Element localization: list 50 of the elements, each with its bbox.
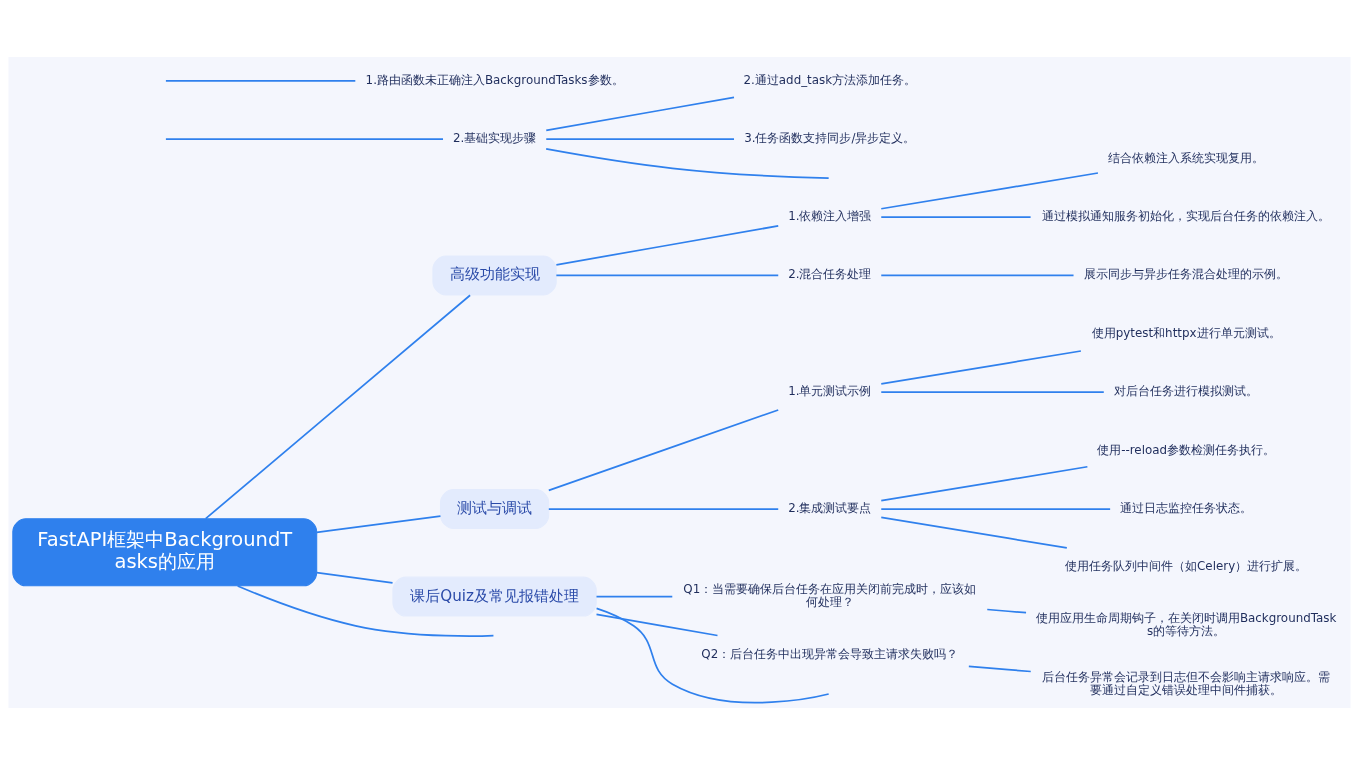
node-box: 课后Quiz及常见报错处理 <box>392 576 597 617</box>
connector <box>545 96 735 132</box>
node-text: 2.基础实现步骤 <box>452 131 537 146</box>
node-text: 结合依赖注入系统实现复用。 <box>1108 150 1265 165</box>
node-text: 通过模拟通知服务初始化，实现后台任务的依赖注入。 <box>1042 209 1331 224</box>
node-text: Q1：当需要确保后台任务在应用关闭前完成时，应该如何处理？ <box>683 582 977 610</box>
connector <box>315 571 394 584</box>
node-text: 1.路由函数未正确注入BackgroundTasks参数。 <box>365 72 624 87</box>
node-box: 测试与调试 <box>439 489 550 530</box>
node-text: 使用应用生命周期钩子，在关闭时调用BackgroundTasks的等待方法。 <box>1035 611 1337 639</box>
node-text: 对后台任务进行模拟测试。 <box>1114 384 1259 399</box>
connector <box>595 613 719 637</box>
node-text: 通过日志监控任务状态。 <box>1120 501 1253 516</box>
connector <box>555 225 780 266</box>
connector <box>986 608 1027 614</box>
connector <box>165 79 357 82</box>
connector <box>967 665 1032 673</box>
connector <box>880 350 1082 385</box>
connector <box>880 516 1068 549</box>
node-text: 2.混合任务处理 <box>788 267 872 282</box>
node-text: 1.依赖注入增强 <box>788 209 872 224</box>
node-text: 3.任务函数支持同步/异步定义。 <box>744 131 916 146</box>
connector <box>165 138 444 141</box>
connector <box>547 508 780 510</box>
connector <box>555 274 780 277</box>
node-text: Q2：后台任务中出现异常会导致主请求失败吗？ <box>701 647 959 662</box>
connector <box>315 515 442 534</box>
connector <box>545 138 735 141</box>
connector <box>204 294 471 520</box>
node-box: FastAPI框架中BackgroundTasks的应用 <box>12 518 318 587</box>
node-text: 1.单元测试示例 <box>788 384 872 399</box>
node-text: 展示同步与异步任务混合处理的示例。 <box>1084 267 1289 282</box>
node-text: 使用任务队列中间件（如Celery）进行扩展。 <box>1065 559 1308 574</box>
node-text: 2.通过add_task方法添加任务。 <box>743 72 917 87</box>
connector <box>880 508 1111 510</box>
node-text: 2.集成测试要点 <box>788 501 872 516</box>
node-text: 后台任务异常会记录到日志但不会影响主请求响应。需要通过自定义错误处理中间件捕获。 <box>1042 669 1331 697</box>
connector <box>880 172 1099 210</box>
connector <box>595 595 674 598</box>
connector <box>880 465 1089 502</box>
connector <box>880 391 1105 394</box>
node-box: 高级功能实现 <box>432 255 557 296</box>
connector <box>880 274 1075 277</box>
node-text: 使用pytest和httpx进行单元测试。 <box>1091 325 1281 340</box>
node-text: 使用--reload参数检测任务执行。 <box>1097 442 1276 457</box>
connector <box>547 409 780 492</box>
connector <box>236 585 495 637</box>
connector <box>545 148 830 179</box>
connector <box>595 607 830 704</box>
connector <box>880 216 1032 218</box>
